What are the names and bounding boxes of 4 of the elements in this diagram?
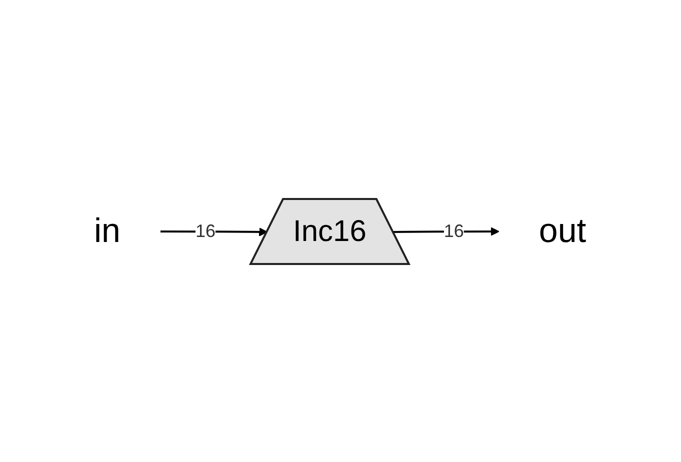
edge-label: 16: [444, 220, 464, 240]
node-text: in: [94, 212, 121, 250]
edge-label: 16: [196, 220, 216, 240]
node-text: out: [539, 212, 587, 250]
